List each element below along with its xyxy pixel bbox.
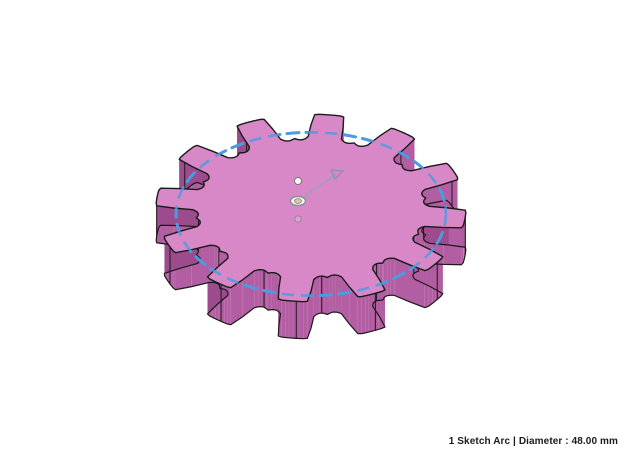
gear-side-face [435, 262, 438, 302]
gear-side-face [372, 293, 376, 332]
gear-side-face [365, 295, 369, 333]
gear-side-face [276, 273, 279, 312]
gear-side-face [349, 287, 358, 334]
gear-side-face [182, 153, 185, 193]
gear-side-face [432, 264, 436, 303]
gear-side-face [430, 265, 433, 305]
gear-side-face [463, 223, 464, 263]
status-bar-selection-info: 1 Sketch Arc | Diameter : 48.00 mm [448, 436, 618, 447]
gear-side-face [368, 294, 373, 333]
gear-top-face[interactable] [155, 113, 467, 303]
gear-side-face [385, 258, 388, 297]
gear-side-face [296, 301, 300, 339]
gear-side-face [375, 292, 379, 331]
gear-side-face [299, 301, 304, 339]
gear-side-face [258, 269, 262, 307]
gear-side-face [261, 269, 265, 308]
manipulator-axis-line [297, 173, 337, 202]
gear-side-face [461, 225, 464, 265]
gear-side-face [332, 274, 336, 313]
gear-side-face [230, 280, 243, 325]
gear-side-face [179, 157, 181, 197]
manipulator-top-handle[interactable] [294, 177, 302, 185]
gear-side-face [390, 258, 395, 296]
gear-side-face [361, 295, 366, 334]
sketch-arc-visible-front [174, 131, 448, 297]
gear-side-face [242, 270, 255, 318]
gear-side-face [292, 301, 297, 339]
gear-side-face [424, 269, 429, 308]
gear-side-face [428, 267, 431, 307]
gear-side-face [288, 300, 293, 339]
move-manipulator[interactable] [289, 169, 345, 223]
gear-side-face [281, 300, 286, 338]
gear-side-face [313, 277, 317, 317]
gear-side-face [227, 286, 231, 325]
gear-side-face [285, 300, 289, 338]
gear-side-face [439, 258, 442, 298]
gear-side-face [307, 291, 311, 339]
gear-side-face [341, 276, 350, 325]
sketch-arc-overlay [174, 131, 448, 297]
gear-side-face [335, 274, 339, 313]
gear-side-face [437, 260, 440, 300]
gear-side-face [180, 155, 183, 195]
manipulator-bottom-handle[interactable] [294, 215, 302, 223]
gear-side-face [316, 276, 320, 315]
manipulator-arrow-icon[interactable] [329, 169, 345, 181]
gear-side-face [357, 296, 362, 334]
manipulator-origin-center[interactable] [294, 198, 302, 204]
gear-side-face [387, 258, 391, 296]
gear-side-face [394, 258, 410, 302]
gear-side-face [441, 256, 443, 296]
gear-side-face [311, 279, 314, 329]
gear-side-face [378, 291, 383, 330]
gear-side-face [463, 221, 465, 261]
gear-side-face [303, 301, 308, 339]
